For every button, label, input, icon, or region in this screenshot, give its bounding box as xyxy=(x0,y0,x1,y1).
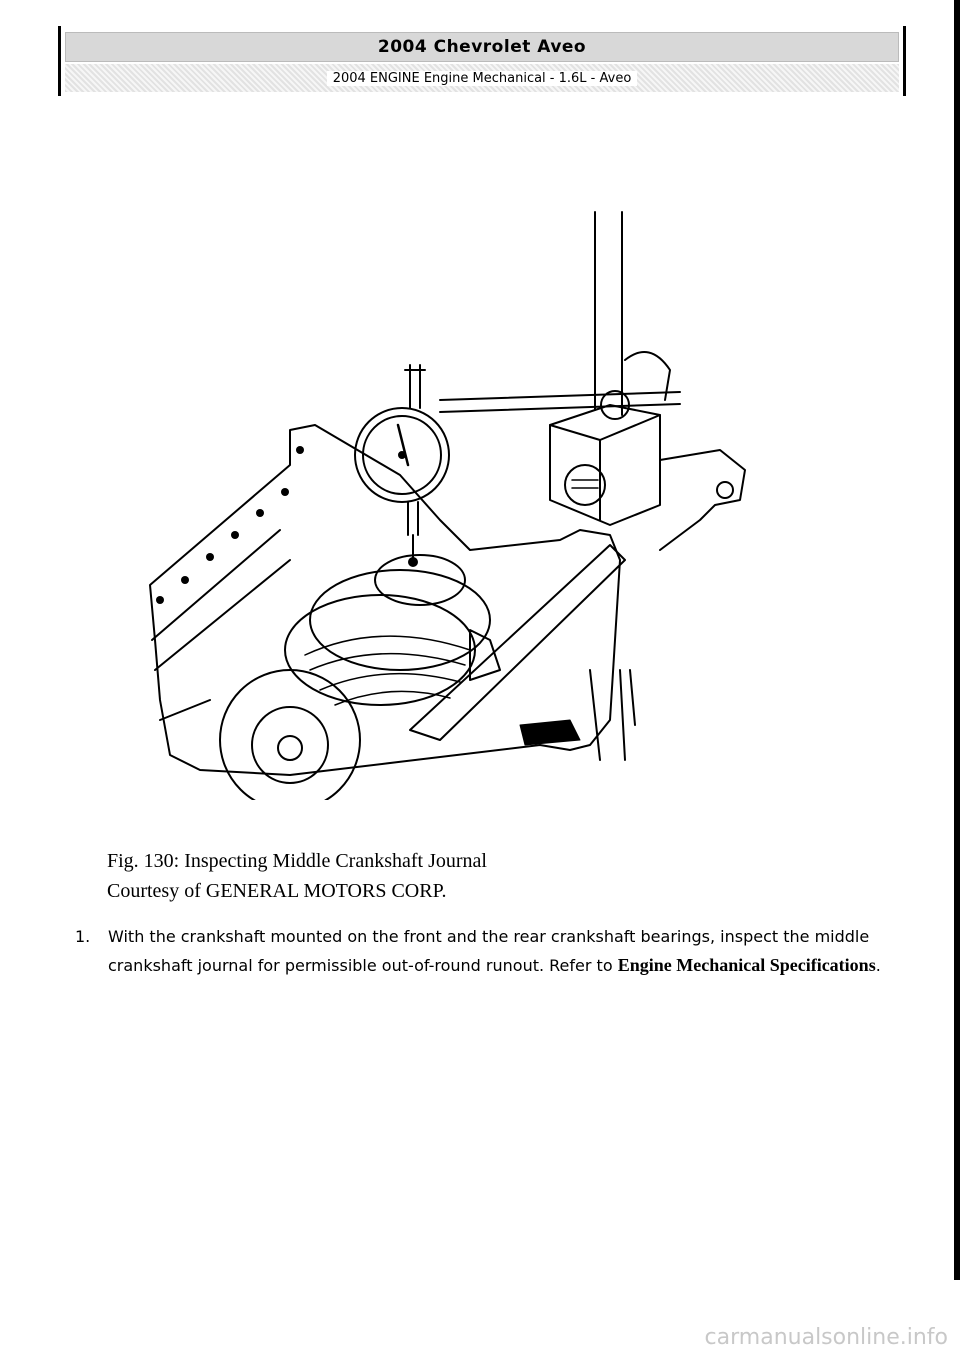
block-bolt-holes xyxy=(156,446,304,604)
crank-pulley-hub xyxy=(277,735,303,761)
header-right-rule xyxy=(903,26,906,96)
step-suffix: . xyxy=(875,956,881,975)
header-subtitle-band: 2004 ENGINE Engine Mechanical - 1.6L - A… xyxy=(65,64,899,92)
specifications-link[interactable]: Engine Mechanical Specifications xyxy=(617,955,876,975)
step-number: 1. xyxy=(75,927,91,946)
dial-indicator-needle xyxy=(396,423,410,467)
site-watermark: carmanualsonline.info xyxy=(704,1325,948,1350)
bracket-bolt xyxy=(716,481,734,499)
v-block-clamp xyxy=(469,629,501,681)
document-header: 2004 Chevrolet Aveo 2004 ENGINE Engine M… xyxy=(58,26,906,96)
right-bracket xyxy=(659,449,746,551)
support-bolt xyxy=(519,719,581,746)
page-right-border xyxy=(954,0,960,1280)
stand-rod xyxy=(594,211,623,416)
figure-illustration xyxy=(140,200,780,811)
dial-indicator-stem-top xyxy=(404,364,426,409)
step-text: With the crankshaft mounted on the front… xyxy=(108,922,895,980)
dial-indicator-face xyxy=(362,415,442,495)
magnetic-base xyxy=(549,404,661,526)
dial-indicator-plunger xyxy=(407,501,419,561)
arm-clamp xyxy=(600,390,630,420)
middle-crank-journal xyxy=(374,554,466,606)
figure-caption-credit: Courtesy of GENERAL MOTORS CORP. xyxy=(107,880,447,902)
header-subtitle: 2004 ENGINE Engine Mechanical - 1.6L - A… xyxy=(326,70,638,86)
base-knob-grip xyxy=(571,479,599,489)
figure-caption: Fig. 130: Inspecting Middle Crankshaft J… xyxy=(107,846,487,906)
step-instruction: With the crankshaft mounted on the front… xyxy=(108,927,870,975)
crank-pulley-inner xyxy=(251,706,329,784)
dial-indicator-pivot xyxy=(398,451,406,459)
engine-block-outline xyxy=(149,424,621,776)
procedure-step: 1. With the crankshaft mounted on the fr… xyxy=(75,922,895,980)
crank-counterweight-front xyxy=(284,594,476,706)
base-knob xyxy=(564,464,606,506)
dial-indicator-bezel xyxy=(354,407,450,503)
block-right-lines xyxy=(589,669,636,761)
figure-caption-title: Fig. 130: Inspecting Middle Crankshaft J… xyxy=(107,850,487,872)
rod-clamp-ring xyxy=(624,351,671,401)
header-title-band: 2004 Chevrolet Aveo xyxy=(65,32,899,62)
crank-hatching xyxy=(304,635,471,706)
dial-indicator-contact xyxy=(408,557,418,567)
engine-block-rib xyxy=(151,529,291,721)
indicator-arm xyxy=(439,391,681,413)
crank-counterweight-rear xyxy=(309,569,491,671)
header-left-rule xyxy=(58,26,61,96)
magnetic-base-edge xyxy=(549,414,661,521)
v-block-support-rail xyxy=(409,544,626,741)
header-title: 2004 Chevrolet Aveo xyxy=(377,37,587,57)
